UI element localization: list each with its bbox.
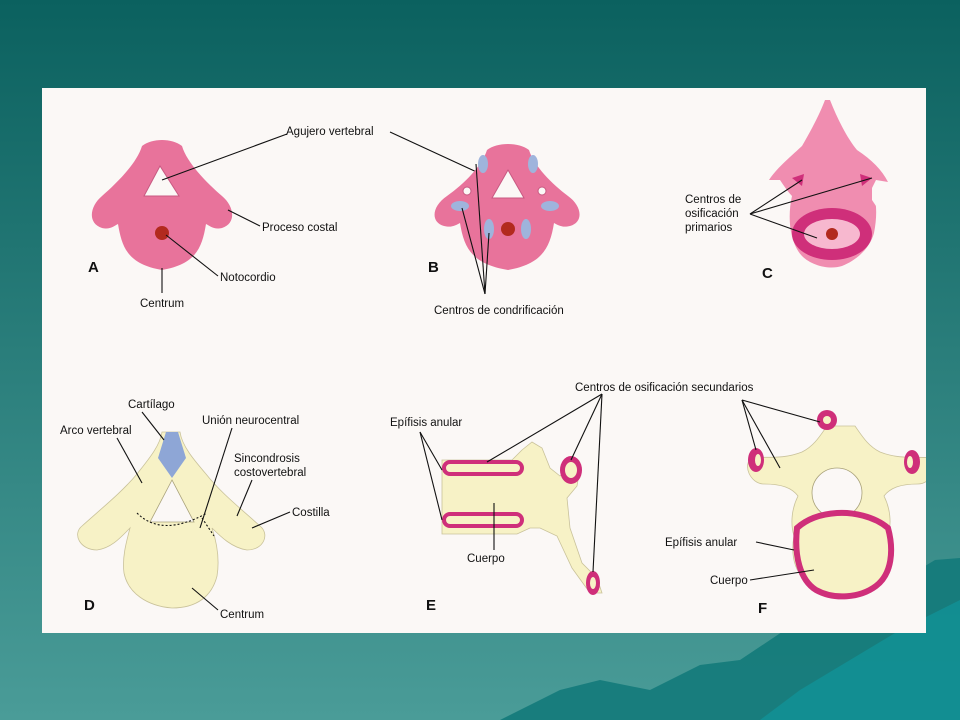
label-primarios: primarios [685, 222, 733, 234]
epiphysis-ring-f [793, 509, 895, 600]
vertebra-b-mesenchyme [434, 144, 580, 270]
chondrification-center [521, 219, 531, 239]
chondrification-center [541, 201, 559, 211]
label-centrum-d: Centrum [220, 609, 264, 621]
panel-letter-a: A [88, 259, 99, 276]
label-notocordio: Notocordio [220, 272, 276, 284]
label-costilla: Costilla [292, 507, 330, 519]
label-cuerpo-f: Cuerpo [710, 575, 748, 587]
panel-letter-d: D [84, 597, 95, 614]
label-cartilago: Cartílago [128, 399, 175, 411]
panel-d: Cartílago Arco vertebral Unión neurocent… [60, 399, 330, 621]
chondrification-center [528, 155, 538, 173]
label-union-neurocentral: Unión neurocentral [202, 415, 299, 427]
cartilage-d [158, 432, 186, 478]
epiphysis-ring-e-top [442, 460, 524, 476]
panel-b: B Centros de condrificación [428, 144, 580, 317]
panel-e: Epífisis anular Cuerpo E [390, 393, 603, 614]
label-epifisis-anular-f: Epífisis anular [665, 537, 737, 549]
chondrification-center [478, 155, 488, 173]
label-centros-de: Centros de [685, 194, 741, 206]
chondrification-center [451, 201, 469, 211]
label-agujero-vertebral: Agujero vertebral [286, 126, 374, 138]
panel-f: Epífisis anular Cuerpo F [665, 399, 926, 617]
label-epifisis-anular-e: Epífisis anular [390, 417, 462, 429]
label-sincondrosis: Sincondrosis [234, 453, 300, 465]
panel-letter-b: B [428, 259, 439, 276]
vertebra-a-mesenchyme [91, 140, 233, 270]
panel-letter-f: F [758, 600, 767, 617]
label-cuerpo-e: Cuerpo [467, 553, 505, 565]
epiphysis-ring-e-bottom [442, 512, 524, 528]
label-centros-condrificacion: Centros de condrificación [434, 305, 564, 317]
notochord-b [501, 222, 515, 236]
panel-letter-c: C [762, 265, 773, 282]
chondrification-center [484, 219, 494, 239]
figure-panel: A Proceso costal Notocordio Centrum Aguj… [42, 88, 926, 633]
label-osificacion: osificación [685, 208, 739, 220]
vertebral-foramen-a [143, 165, 180, 197]
label-arco-vertebral: Arco vertebral [60, 425, 132, 437]
panel-c: Centros de osificación primarios C [685, 100, 888, 282]
panel-letter-e: E [426, 597, 436, 614]
panel-a: A Proceso costal Notocordio Centrum [88, 133, 337, 310]
label-centrum-a: Centrum [140, 298, 184, 310]
vertebral-foramen-d [149, 479, 195, 523]
label-centros-osificacion-secundarios: Centros de osificación secundarios [575, 382, 754, 394]
vertebral-foramen-b [491, 168, 525, 199]
label-proceso-costal: Proceso costal [262, 222, 337, 234]
notochord-a [155, 226, 169, 240]
label-costovertebral: costovertebral [234, 467, 306, 479]
